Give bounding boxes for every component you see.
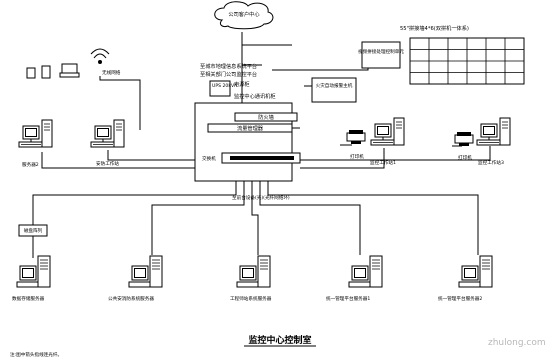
printer-icon — [454, 131, 474, 147]
switch-label: 交换机 — [202, 155, 216, 162]
server — [348, 255, 383, 288]
server — [128, 255, 163, 288]
connection-lines — [32, 32, 491, 258]
tablet-icon — [41, 65, 51, 79]
cloud-label: 公司客户中心 — [228, 10, 259, 18]
watermark: zhulong.com — [488, 338, 546, 348]
server-label: 工程师站系统服务器 — [230, 295, 272, 302]
printer-label: 打印机 — [350, 153, 364, 160]
flow-manager-box — [207, 123, 293, 133]
wifi-icon — [90, 48, 110, 64]
server-label: 公共安消防系统服务器 — [108, 295, 154, 302]
ups-unit: UPS 20kVA 电源柜 监控中心通讯机柜 — [209, 80, 276, 100]
video-wall: 55"拼接墙4*6(双拼机一体系) — [400, 24, 525, 85]
platform-link-city-gis: 至城市地理信息系统平台 — [200, 62, 257, 70]
mobile-access: 无线网络 — [26, 48, 121, 79]
internet-cloud: 公司客户中心 — [214, 1, 274, 30]
server-label: 统一管理平台服务器1 — [326, 295, 370, 302]
ring-note: 至前台设备(光)(光纤网络环) — [232, 194, 290, 201]
monitor-center-label: 监控中心通讯机柜 — [234, 92, 276, 100]
disk-array: 磁盘阵列 — [18, 224, 48, 237]
video-wall-grid — [410, 38, 524, 84]
diagram-title: 监控中心控制室 — [248, 334, 311, 346]
workstation-label: 监控工作站3 — [478, 159, 504, 166]
firewall-box — [234, 112, 298, 122]
server-label: 统一管理平台服务器2 — [438, 295, 482, 302]
server — [16, 255, 51, 288]
central-rack: 防火墙 流量管理器 交换机 至前台设备(光)(光纤网络环) — [194, 102, 301, 201]
workstation — [370, 117, 405, 146]
printer-icon — [346, 129, 366, 145]
laptop-icon — [61, 63, 78, 74]
phone-icon — [26, 67, 36, 79]
workstation — [90, 119, 125, 148]
fire-alarm-label: 火灾自动报警主机 — [316, 82, 353, 89]
platform-link-departments: 至相关部门公司监控平台 — [200, 70, 257, 78]
workstation-label: 服务器2 — [22, 161, 39, 168]
workstation — [476, 117, 511, 146]
workstation-label: 安防工作站 — [96, 160, 119, 167]
server-label: 数据存储服务器 — [12, 295, 45, 302]
server — [458, 255, 493, 288]
workstation — [18, 119, 53, 148]
workstation-label: 监控工作站1 — [370, 159, 396, 166]
fire-alarm-host: 火灾自动报警主机 — [311, 77, 357, 103]
wall-controller-label: 视频拼接处理控制单元 — [358, 48, 404, 55]
footnote: 注:图中箭头指线连光纤。 — [10, 351, 62, 358]
ups-room-label: 电源柜 — [234, 80, 250, 88]
printer-label: 打印机 — [458, 154, 472, 161]
firewall-label: 防火墙 — [258, 113, 274, 121]
mobile-access-label: 无线网络 — [102, 69, 121, 76]
video-wall-label: 55"拼接墙4*6(双拼机一体系) — [400, 24, 469, 32]
ups-label: UPS 20kVA — [212, 83, 238, 89]
video-wall-controller: 视频拼接处理控制单元 — [358, 41, 404, 69]
flow-manager-label: 流量管理器 — [237, 124, 264, 132]
disk-array-label: 磁盘阵列 — [24, 227, 43, 234]
server — [236, 255, 271, 288]
